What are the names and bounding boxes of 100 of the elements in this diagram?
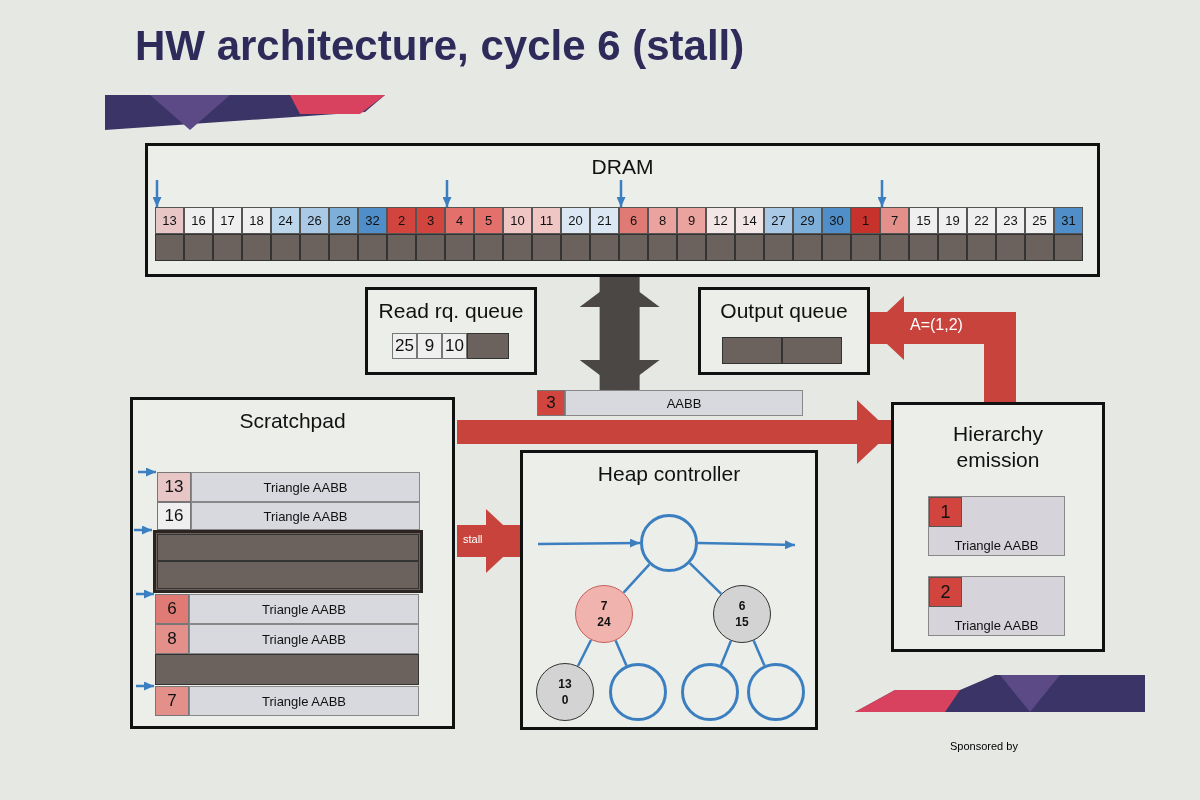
module-panel [520,450,818,730]
index-cell: 2 [929,577,962,607]
memory-cell: 18 [242,207,271,234]
module-panel [891,402,1105,652]
data-cell: AABB [565,390,803,416]
memory-cell: 29 [793,207,822,234]
memory-cell: 6 [619,207,648,234]
arrow [138,467,156,477]
memory-cell: 25 [1025,207,1054,234]
arrow [616,180,626,207]
data-cell: Triangle AABB [189,624,419,654]
memory-cell: 27 [764,207,793,234]
memory-cell: 26 [300,207,329,234]
data-cell: Triangle AABB [189,686,419,716]
module-panel [698,287,870,375]
arrow [538,538,640,548]
index-cell: 6 [155,594,189,624]
memory-cell: 15 [909,207,938,234]
data-cell: Triangle AABB [191,502,420,530]
arrow [442,180,452,207]
memory-cell: 16 [184,207,213,234]
panel-title: Scratchpad [239,408,346,434]
empty-slot [157,561,419,589]
data-cell: Triangle AABB [189,594,419,624]
memory-cell: 19 [938,207,967,234]
memory-cell: 31 [1054,207,1083,234]
heap-node-circle [640,514,698,572]
panel-title: Output queue [720,298,848,324]
memory-cell: 8 [648,207,677,234]
memory-cell: 32 [358,207,387,234]
index-cell: 8 [155,624,189,654]
index-cell: 1 [929,497,962,527]
tree-link [614,640,628,666]
panel-title: Hierarchy emission [952,421,1044,473]
block-arrow [457,509,520,573]
tree-link [622,563,651,594]
tree-link [719,640,733,666]
heap-node-circle: 13 0 [536,663,594,721]
memory-cell: 24 [271,207,300,234]
entry-card [928,496,1065,556]
memory-cell: 22 [967,207,996,234]
empty-slot [157,534,419,561]
footer-note: Sponsored by [950,740,1018,752]
heap-node-circle [681,663,739,721]
data-text: Triangle AABB [954,618,1039,633]
heap-node-circle [747,663,805,721]
empty-slot [155,654,419,685]
memory-cell: 12 [706,207,735,234]
tree-link [576,639,593,667]
entry-card [928,576,1065,636]
index-cell: 9 [417,333,442,359]
memory-cell: 21 [590,207,619,234]
edge-label: A=(1,2) [910,316,963,334]
data-cell: Triangle AABB [191,472,420,502]
memory-cell: 30 [822,207,851,234]
heap-node-circle: 6 15 [713,585,771,643]
memory-cell: 28 [329,207,358,234]
heap-node-circle [609,663,667,721]
memory-cell: 17 [213,207,242,234]
highlight-frame [153,530,423,593]
index-cell: 25 [392,333,417,359]
block-arrow [870,296,1016,402]
memory-cell: 9 [677,207,706,234]
index-cell: 10 [442,333,467,359]
memory-cell: 10 [503,207,532,234]
memory-cell: 14 [735,207,764,234]
index-cell: 16 [157,502,191,530]
memory-cell: 11 [532,207,561,234]
memory-cell: 4 [445,207,474,234]
edge-label: stall [463,533,483,545]
module-panel [145,143,1100,277]
panel-title: Read rq. queue [378,298,524,324]
index-cell: 13 [157,472,191,502]
block-arrow [457,400,891,464]
memory-cell: 23 [996,207,1025,234]
memory-cell: 7 [880,207,909,234]
memory-cell: 13 [155,207,184,234]
memory-cell: 2 [387,207,416,234]
tree-link [752,640,766,666]
arrow [877,180,887,207]
module-panel [130,397,455,729]
memory-cell: 1 [851,207,880,234]
index-cell: 7 [155,686,189,716]
module-panel [365,287,537,375]
tree-link [688,562,723,595]
arrow [136,589,154,599]
arrow [697,540,796,550]
data-text: Triangle AABB [954,538,1039,553]
arrow [134,525,152,535]
memory-cell: 5 [474,207,503,234]
memory-cell: 20 [561,207,590,234]
arrow [152,180,162,207]
panel-title: Heap controller [597,461,741,487]
arrow [136,681,154,691]
block-arrow [579,277,660,390]
panel-title: DRAM [591,154,654,180]
index-cell: 3 [537,390,565,416]
memory-cell: 3 [416,207,445,234]
slide-title: HW architecture, cycle 6 (stall) [135,22,745,70]
heap-node-circle: 7 24 [575,585,633,643]
